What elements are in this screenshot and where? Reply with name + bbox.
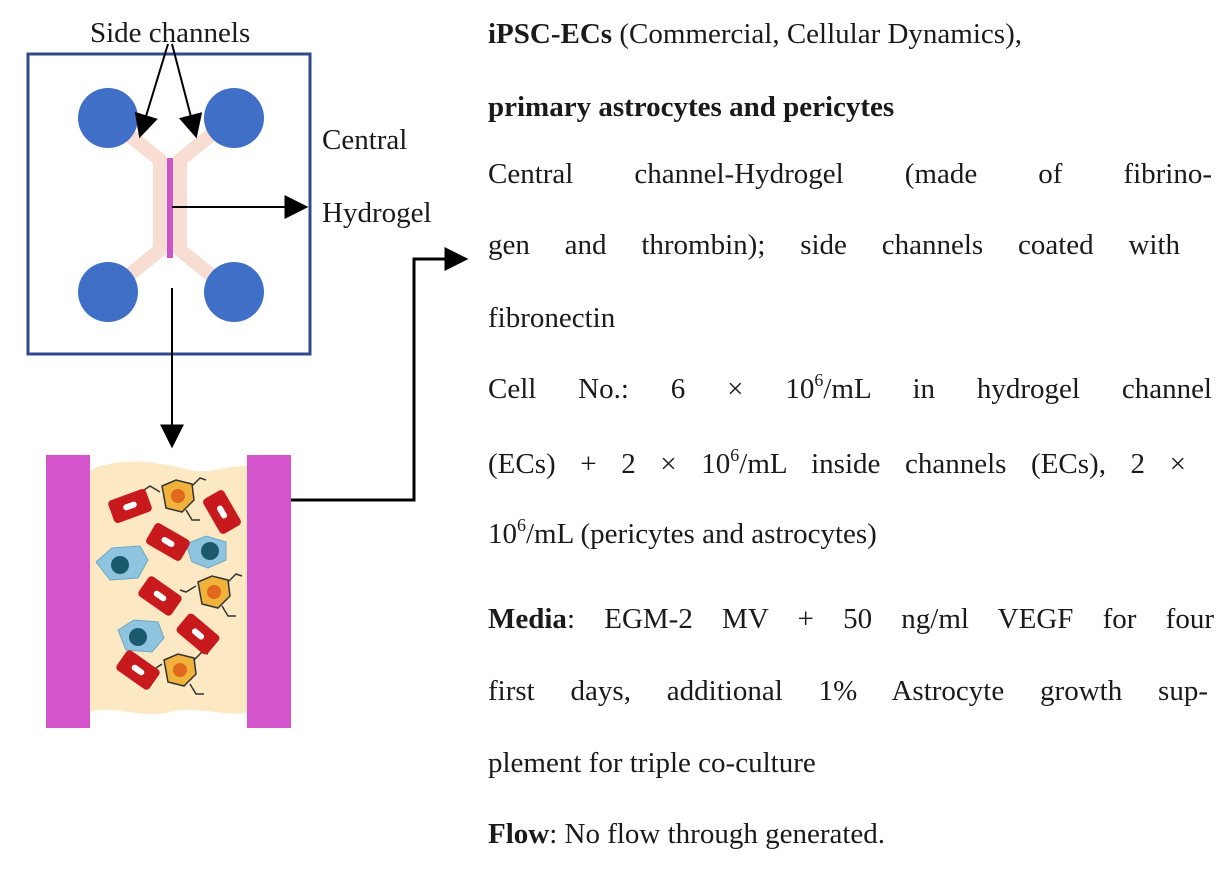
media-label: Media — [488, 603, 567, 635]
endothelial-cell — [116, 650, 160, 690]
astrocyte — [117, 619, 165, 653]
text-line-5: fibronectin — [488, 302, 616, 334]
port-top-left — [78, 88, 138, 148]
side-channels-label: Side channels — [90, 17, 251, 49]
zoomed-cross-section — [46, 455, 291, 728]
connector-arrow — [262, 247, 469, 502]
cell-number-part-a: Cell No.: 6 × 10 — [488, 373, 815, 405]
cell-number-part-c: (ECs) + 2 × 10 — [488, 448, 731, 480]
pericyte — [143, 477, 207, 521]
exponent: 6 — [730, 445, 740, 465]
endothelial-cell — [108, 489, 152, 523]
cell-number-part-e: 10 — [488, 518, 517, 550]
port-bottom-right — [204, 262, 264, 322]
right-wall — [247, 455, 291, 728]
exponent: 6 — [517, 515, 526, 535]
cell-number-line-1: Cell No.: 6 × 106/mL in hydrogel channel — [488, 371, 1212, 405]
text-line-3: Central channel-Hydrogel (made of fibrin… — [488, 158, 1212, 190]
endothelial-cell — [203, 490, 241, 534]
pericyte — [179, 573, 243, 617]
exponent: 6 — [814, 370, 824, 390]
ipsc-ecs-label: iPSC-ECs — [488, 18, 613, 50]
central-label: Central — [322, 124, 408, 156]
cell-number-line-2: (ECs) + 2 × 106/mL inside channels (ECs)… — [488, 446, 1186, 480]
astrocytes-pericytes-label: primary astrocytes and pericytes — [488, 91, 895, 123]
ipsc-ecs-source: (Commercial, Cellular Dynamics), — [612, 18, 1022, 50]
cell-number-part-f: /mL (pericytes and astrocytes) — [526, 518, 877, 550]
media-line-2: first days, additional 1% Astrocyte grow… — [488, 675, 1208, 707]
side-channel-arrow-right — [171, 43, 203, 139]
flow-label: Flow — [488, 818, 550, 850]
text-line-2: primary astrocytes and pericytes — [488, 93, 894, 122]
flow-description: : No flow through generated. — [549, 818, 886, 850]
astrocyte — [185, 535, 227, 569]
cell-number-part-b: /mL in hydrogel channel — [823, 373, 1212, 405]
left-wall — [46, 455, 90, 728]
side-channel-arrow-left — [134, 43, 169, 139]
astrocyte — [95, 545, 149, 581]
text-line-1: iPSC-ECs (Commercial, Cellular Dynamics)… — [488, 20, 1022, 49]
cell-number-part-d: /mL inside channels (ECs), 2 × — [739, 448, 1186, 480]
media-line-3: plement for triple co-culture — [488, 747, 816, 779]
endothelial-cell — [176, 613, 220, 655]
media-description: : EGM-2 MV + 50 ng/ml VEGF for four — [566, 603, 1214, 635]
media-line: Media: EGM-2 MV + 50 ng/ml VEGF for four — [488, 605, 1214, 634]
hydrogel-label: Hydrogel — [322, 197, 432, 229]
port-bottom-left — [78, 262, 138, 322]
text-line-4: gen and thrombin); side channels coated … — [488, 229, 1180, 261]
endothelial-cell — [138, 576, 182, 616]
flow-line: Flow: No flow through generated. — [488, 820, 885, 849]
endothelial-cell — [146, 523, 190, 561]
port-top-right — [204, 88, 264, 148]
cell-number-line-3: 106/mL (pericytes and astrocytes) — [488, 516, 877, 550]
